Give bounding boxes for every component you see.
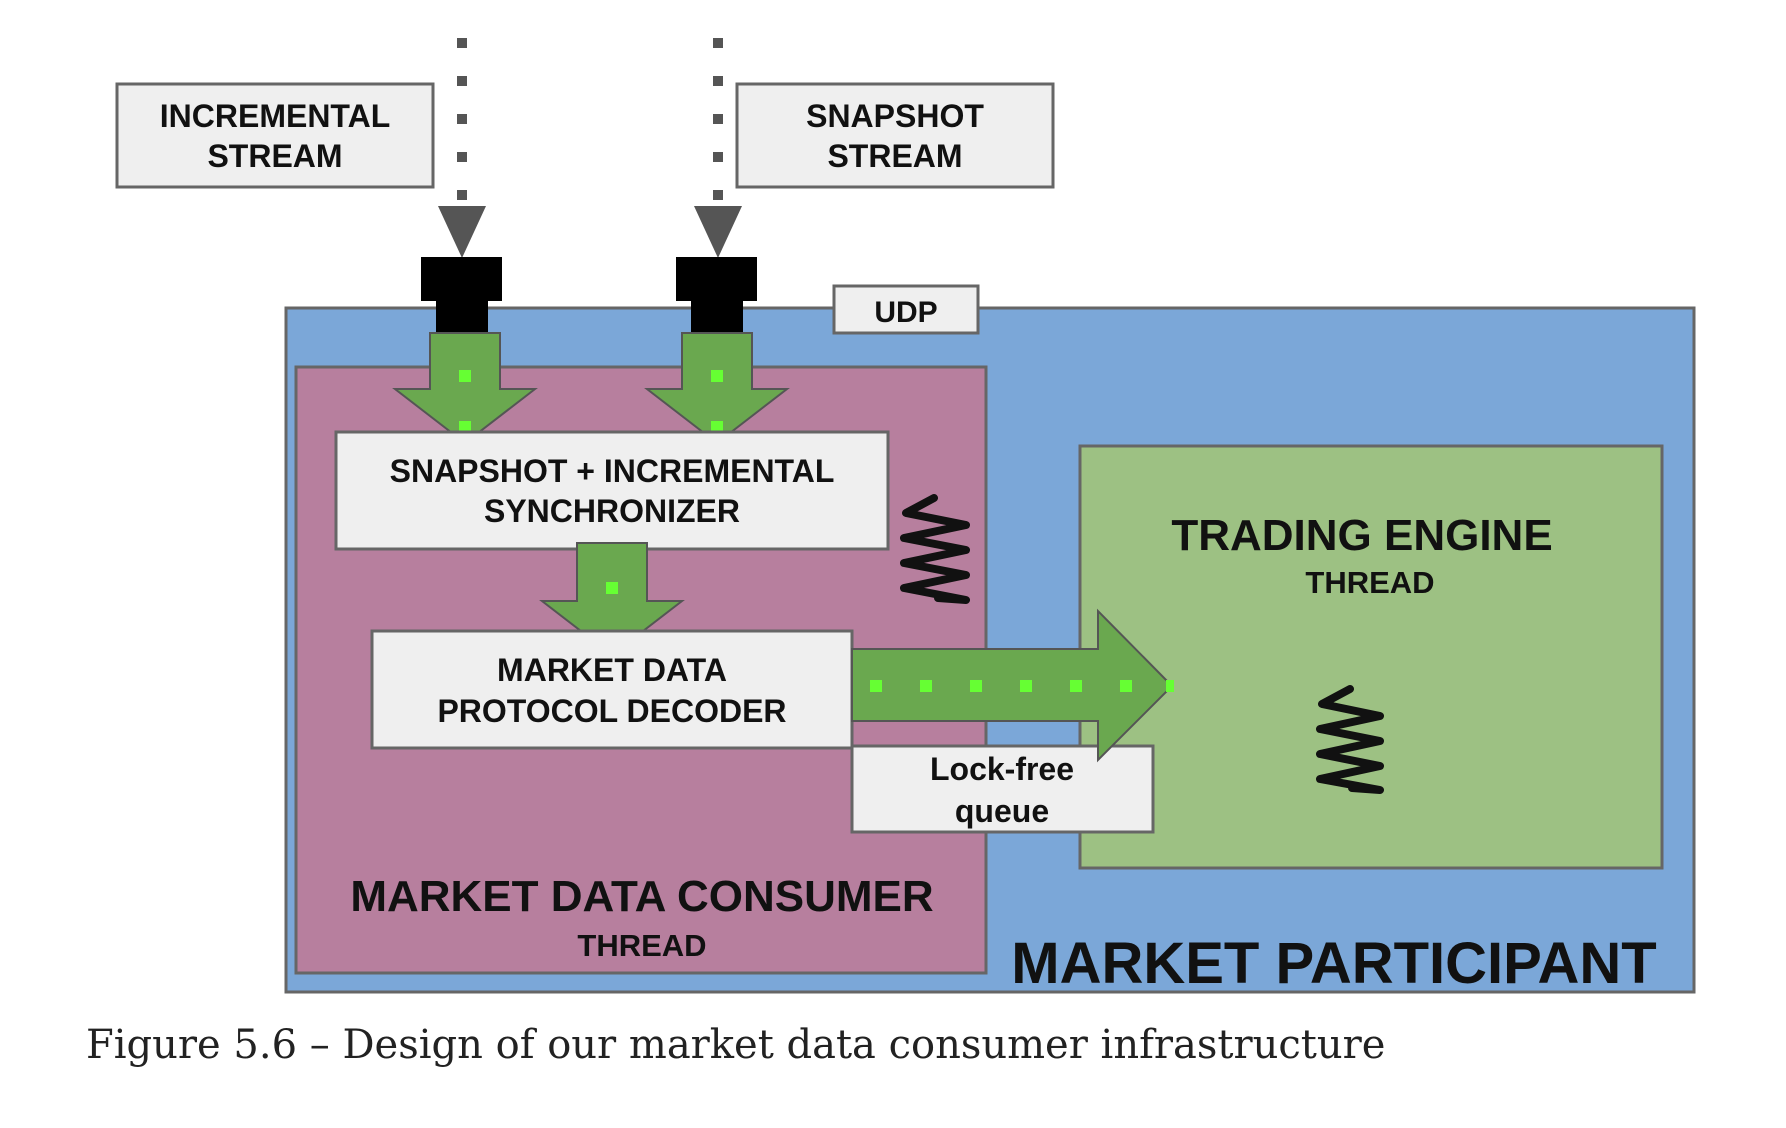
consumer-thread-label: THREAD [577,928,706,963]
trading-engine-box [1078,444,1664,870]
incremental-stream-box [115,82,435,189]
snapshot-stream-dotted-line [713,38,723,200]
incremental-stream-label-1: INCREMENTAL [160,98,391,134]
lock-free-queue-label-1: Lock-free [930,751,1074,787]
protocol-decoder-box [370,629,854,750]
market-participant-label: MARKET PARTICIPANT [1011,931,1656,996]
udp-socket-icon [421,257,502,333]
udp-label: UDP [874,296,937,329]
snapshot-data-arrow [644,332,790,445]
incremental-stream-label-2: STREAM [207,138,342,174]
synchronizer-label-2: SYNCHRONIZER [484,493,740,529]
thread-spring-icon [1316,685,1384,794]
incremental-data-arrow [392,332,538,445]
thread-spring-icon [900,494,970,604]
synchronizer-label-1: SNAPSHOT + INCREMENTAL [390,453,835,489]
consumer-title: MARKET DATA CONSUMER [350,872,933,921]
lock-free-queue-box [850,744,1155,834]
snapshot-stream-label-2: STREAM [827,138,962,174]
trading-engine-title: TRADING ENGINE [1171,511,1552,560]
figure-caption: Figure 5.6 – Design of our market data c… [86,1022,1386,1068]
trading-engine-thread-label: THREAD [1305,565,1434,600]
incremental-stream-dotted-line [457,38,467,200]
protocol-decoder-label-2: PROTOCOL DECODER [437,693,786,729]
udp-label-box [832,284,980,335]
snapshot-stream-label-1: SNAPSHOT [806,98,984,134]
snapshot-stream-box [735,82,1055,189]
synchronizer-box [334,430,890,551]
incremental-stream-arrowhead [438,206,486,258]
protocol-decoder-label-1: MARKET DATA [497,652,727,688]
snapshot-stream-arrowhead [694,206,742,258]
lock-free-queue-arrow [851,608,1174,763]
udp-socket-icon [676,257,757,333]
lock-free-queue-label-2: queue [955,793,1049,829]
